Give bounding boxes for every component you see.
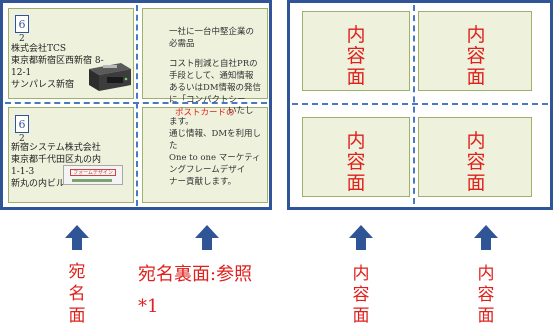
content-panel-top-right bbox=[418, 11, 532, 91]
content-label-char: 容 bbox=[466, 151, 486, 173]
address-line-1: 新宿システム株式会社 bbox=[11, 143, 101, 153]
address-line-3: 1-1-3 bbox=[11, 167, 35, 177]
reverse-text-line: ナー貢献します。 bbox=[169, 177, 237, 187]
content-label-char: 面 bbox=[466, 172, 486, 194]
address-line-2: 東京都新宿区西新宿 8- bbox=[11, 56, 104, 66]
reverse-panel-bottom bbox=[142, 107, 268, 203]
address-panel-bottom bbox=[8, 107, 134, 203]
reverse-text-line: 手段として、通知情報 bbox=[169, 71, 254, 81]
reverse-text-line: に「コンパクトシー bbox=[169, 95, 246, 105]
fold-line-horizontal bbox=[292, 103, 548, 105]
reverse-text-line: 一社に一台中堅企業の bbox=[169, 27, 255, 37]
reverse-text-line: ます。 bbox=[169, 117, 194, 127]
caption-content-char: 内 bbox=[352, 264, 370, 284]
caption-footnote: *1 bbox=[138, 296, 159, 317]
form-design-stamp: フォームデザイン bbox=[63, 165, 123, 185]
address-line-4: サンパレス新宿 bbox=[11, 80, 75, 90]
content-panel-top-left bbox=[302, 11, 410, 91]
caption-content-char: 内 bbox=[477, 264, 495, 284]
content-label-char: 内 bbox=[466, 130, 486, 152]
reverse-text-line: 通じ情報、DMを利用し bbox=[169, 129, 262, 139]
content-label-char: 容 bbox=[466, 45, 486, 67]
content-sheet: 内 容 面 内 容 面 内 容 面 内 容 面 bbox=[287, 0, 553, 210]
up-arrow-icon bbox=[65, 225, 89, 250]
address-sheet: 6 2 株式会社TCS 東京都新宿区西新宿 8- 12-1 サンパレス新宿 6 … bbox=[0, 0, 272, 210]
reverse-text-line: た bbox=[169, 141, 178, 151]
caption-content-char: 容 bbox=[352, 285, 370, 305]
content-label-char: 内 bbox=[346, 130, 366, 152]
fold-line-vertical bbox=[136, 5, 138, 206]
stamp-label: フォームデザイン bbox=[70, 169, 116, 176]
caption-content-char: 容 bbox=[477, 285, 495, 305]
content-panel-bottom-right bbox=[418, 117, 532, 197]
up-arrow-icon bbox=[195, 225, 219, 250]
content-label-char: 面 bbox=[346, 172, 366, 194]
caption-address-side-char: 宛 bbox=[68, 262, 86, 282]
postal-code-box: 6 bbox=[15, 115, 29, 133]
up-arrow-icon bbox=[349, 225, 373, 250]
reverse-text-line: コスト削減と自社PRの bbox=[169, 59, 258, 69]
caption-content-char: 面 bbox=[352, 306, 370, 326]
content-label-char: 面 bbox=[346, 66, 366, 88]
address-line-3: 12-1 bbox=[11, 68, 32, 78]
address-line-1: 株式会社TCS bbox=[11, 44, 67, 54]
overlapping-text: いたし bbox=[228, 106, 254, 116]
content-label-char: 容 bbox=[346, 45, 366, 67]
reverse-text-line: あるいはDM情報の発信 bbox=[169, 83, 262, 93]
card-printer-image bbox=[89, 63, 131, 91]
caption-content-char: 面 bbox=[477, 306, 495, 326]
postal-code-box: 6 bbox=[15, 15, 29, 33]
address-line-4: 新丸の内ビル bbox=[11, 179, 66, 189]
content-panel-bottom-left bbox=[302, 117, 410, 197]
reverse-text-line: One to one マーケティ bbox=[169, 153, 261, 163]
caption-address-side-char: 名 bbox=[68, 284, 86, 304]
stamp-bar bbox=[72, 179, 112, 182]
overlapping-red-text: ポストカードの bbox=[175, 108, 235, 118]
content-label-char: 内 bbox=[346, 24, 366, 46]
postal-code-suffix: 2 bbox=[19, 34, 25, 44]
reverse-panel-top bbox=[142, 8, 268, 99]
caption-address-reverse: 宛名裏面:参照 bbox=[138, 264, 253, 285]
up-arrow-icon bbox=[474, 225, 498, 250]
postal-code-suffix: 2 bbox=[19, 134, 25, 144]
address-line-2: 東京都千代田区丸の内 bbox=[11, 155, 102, 165]
content-label-char: 容 bbox=[346, 151, 366, 173]
caption-address-side-char: 面 bbox=[68, 306, 86, 326]
reverse-text-line: 必需品 bbox=[169, 39, 195, 49]
reverse-text-line: ングフレームデザイ bbox=[169, 165, 246, 175]
content-label-char: 面 bbox=[466, 66, 486, 88]
content-label-char: 内 bbox=[466, 24, 486, 46]
fold-line-horizontal bbox=[5, 102, 267, 104]
